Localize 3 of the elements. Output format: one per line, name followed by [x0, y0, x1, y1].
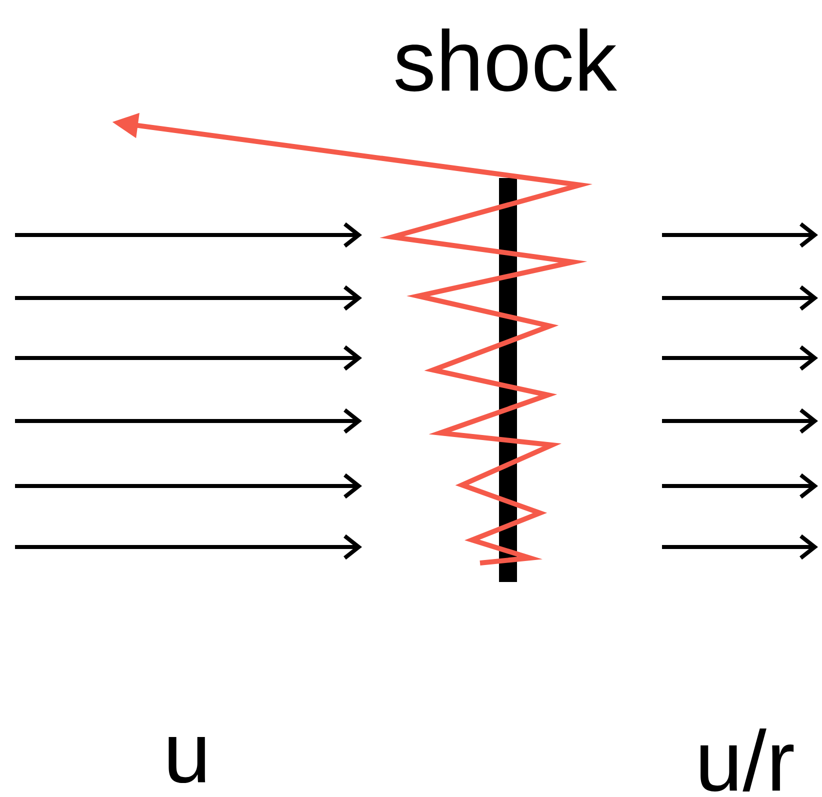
axis-label: u	[168, 736, 206, 784]
axis-label: shock	[395, 28, 618, 92]
axis-label: u/r	[700, 728, 794, 792]
